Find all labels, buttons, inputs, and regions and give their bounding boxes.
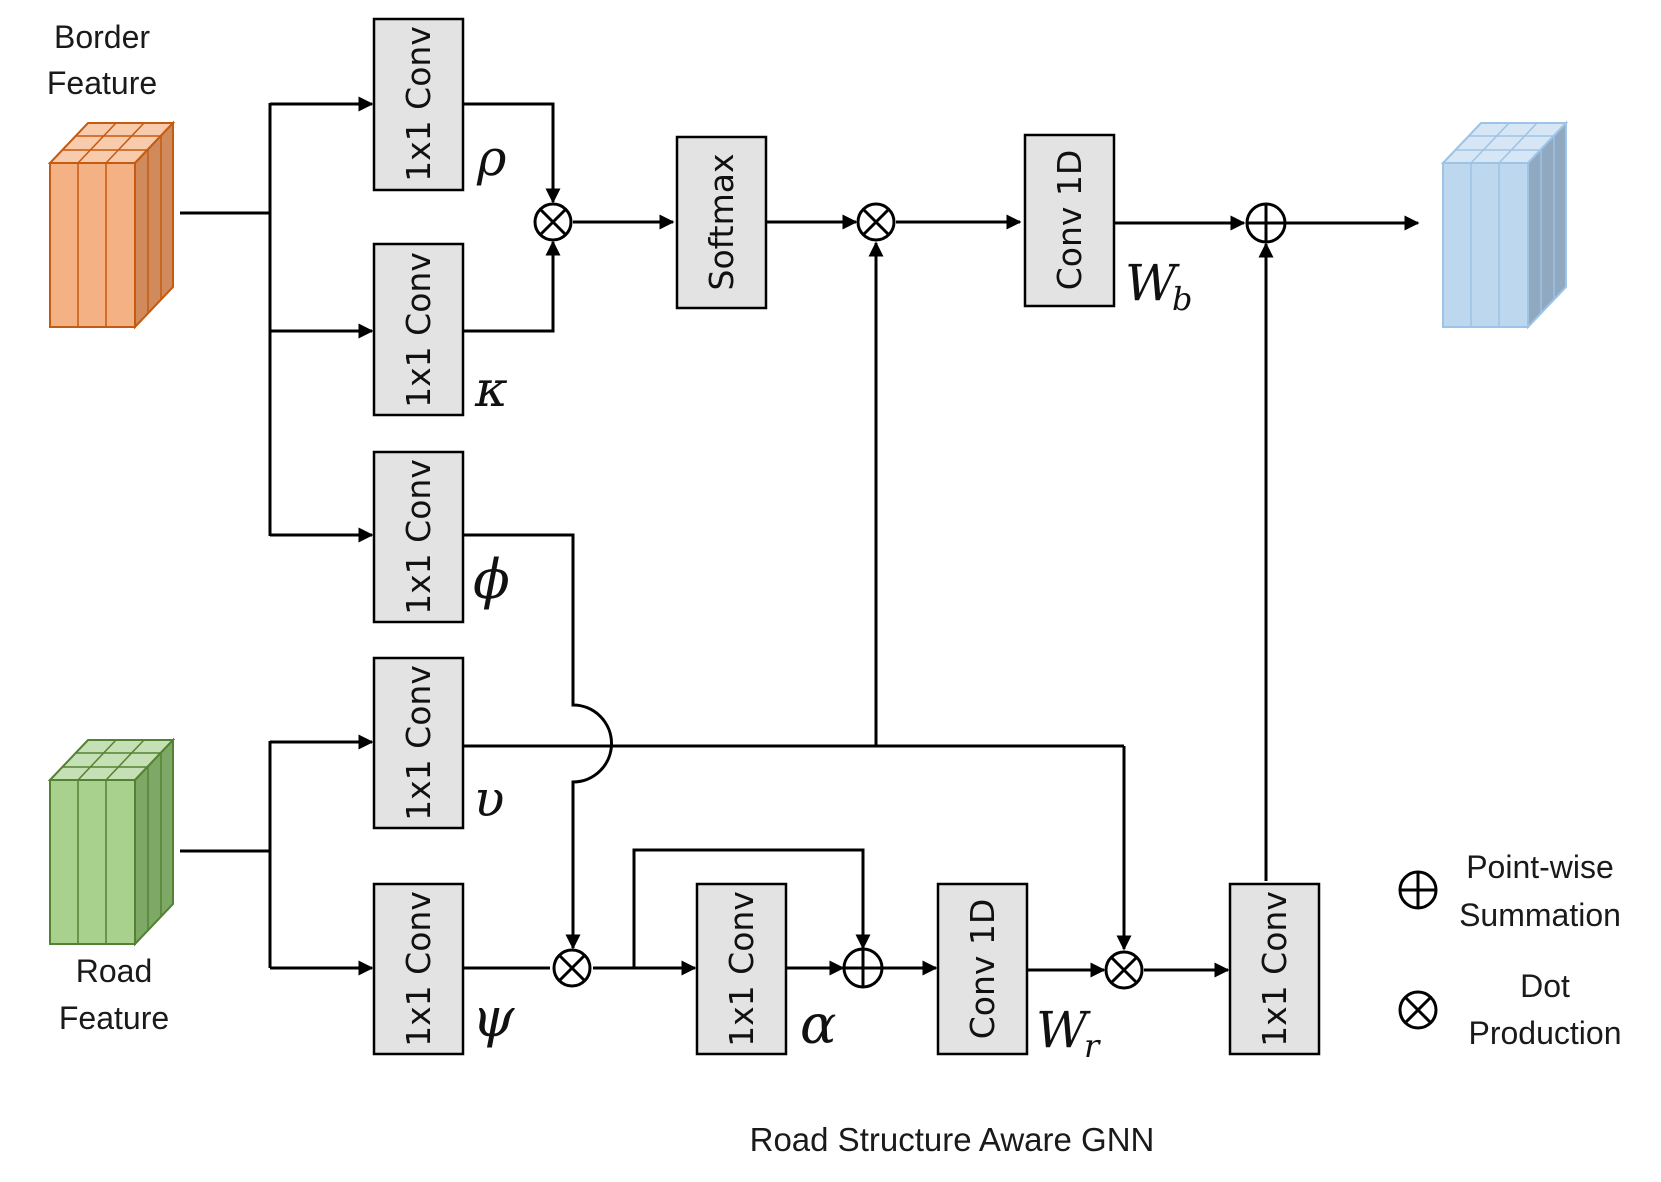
conv1d-b-block: Conv 1D	[1023, 133, 1116, 308]
conv-upsilon-label: 1x1 Conv	[399, 665, 438, 821]
softmax-label: Softmax	[702, 153, 741, 290]
dot-product-operator-1	[533, 202, 573, 242]
diagram-caption: Road Structure Aware GNN	[750, 1121, 1155, 1158]
border-feature-label-1: Border	[54, 19, 150, 55]
conv-out-label: 1x1 Conv	[1255, 891, 1294, 1047]
alpha-symbol: α	[800, 993, 836, 1056]
conv-alpha-label: 1x1 Conv	[722, 891, 761, 1047]
wr-sub: r	[1084, 1027, 1101, 1065]
upsilon-symbol: υ	[474, 770, 504, 828]
border-feature-label-2: Feature	[47, 65, 157, 101]
rho-symbol: ρ	[476, 129, 507, 187]
wr-main: W	[1036, 1001, 1091, 1059]
border-branch-wires	[180, 96, 1420, 543]
conv1d-b-label: Conv 1D	[1050, 150, 1089, 291]
wr-symbol: W r	[1036, 1001, 1101, 1065]
legend-summation-icon	[1398, 870, 1438, 910]
conv-alpha-block: 1x1 Conv	[695, 882, 788, 1056]
road-branch-wires	[180, 241, 1274, 978]
legend-dot-product-icon	[1398, 990, 1438, 1030]
conv-kappa-label: 1x1 Conv	[399, 252, 438, 408]
conv-psi-block: 1x1 Conv	[372, 882, 465, 1056]
conv-psi-label: 1x1 Conv	[399, 891, 438, 1047]
dot-product-operator-2	[856, 202, 896, 242]
wb-sub: b	[1172, 280, 1192, 318]
conv-upsilon-block: 1x1 Conv	[372, 656, 465, 830]
phi-symbol: ϕ	[473, 548, 510, 611]
conv-rho-label: 1x1 Conv	[399, 26, 438, 182]
legend: Point-wise Summation Dot Production	[1398, 849, 1622, 1051]
summation-operator-2	[842, 947, 884, 989]
conv1d-r-label: Conv 1D	[963, 899, 1002, 1040]
conv-kappa-block: 1x1 Conv	[372, 242, 465, 417]
wb-main: W	[1125, 254, 1180, 312]
conv-out-block: 1x1 Conv	[1228, 882, 1321, 1056]
border-feature-cube	[47, 120, 176, 330]
legend-dot-line-1: Dot	[1520, 968, 1570, 1004]
conv1d-r-block: Conv 1D	[936, 882, 1029, 1056]
softmax-block: Softmax	[675, 135, 768, 310]
legend-summation-line-2: Summation	[1459, 897, 1621, 933]
wb-symbol: W b	[1125, 254, 1192, 318]
dot-product-operator-3	[552, 948, 592, 988]
summation-operator-1	[1245, 202, 1287, 244]
conv-rho-block: 1x1 Conv	[372, 17, 465, 192]
dot-product-operator-4	[1104, 950, 1144, 990]
psi-symbol: ψ	[472, 986, 515, 1049]
legend-summation-line-1: Point-wise	[1466, 849, 1614, 885]
road-feature-label-1: Road	[76, 953, 153, 989]
kappa-symbol: κ	[474, 360, 508, 418]
road-feature-cube	[47, 737, 176, 947]
legend-dot-line-2: Production	[1469, 1015, 1622, 1051]
conv-phi-block: 1x1 Conv	[372, 450, 465, 624]
output-feature-cube	[1440, 120, 1569, 330]
road-feature-label-2: Feature	[59, 1000, 169, 1036]
conv-phi-label: 1x1 Conv	[399, 459, 438, 615]
